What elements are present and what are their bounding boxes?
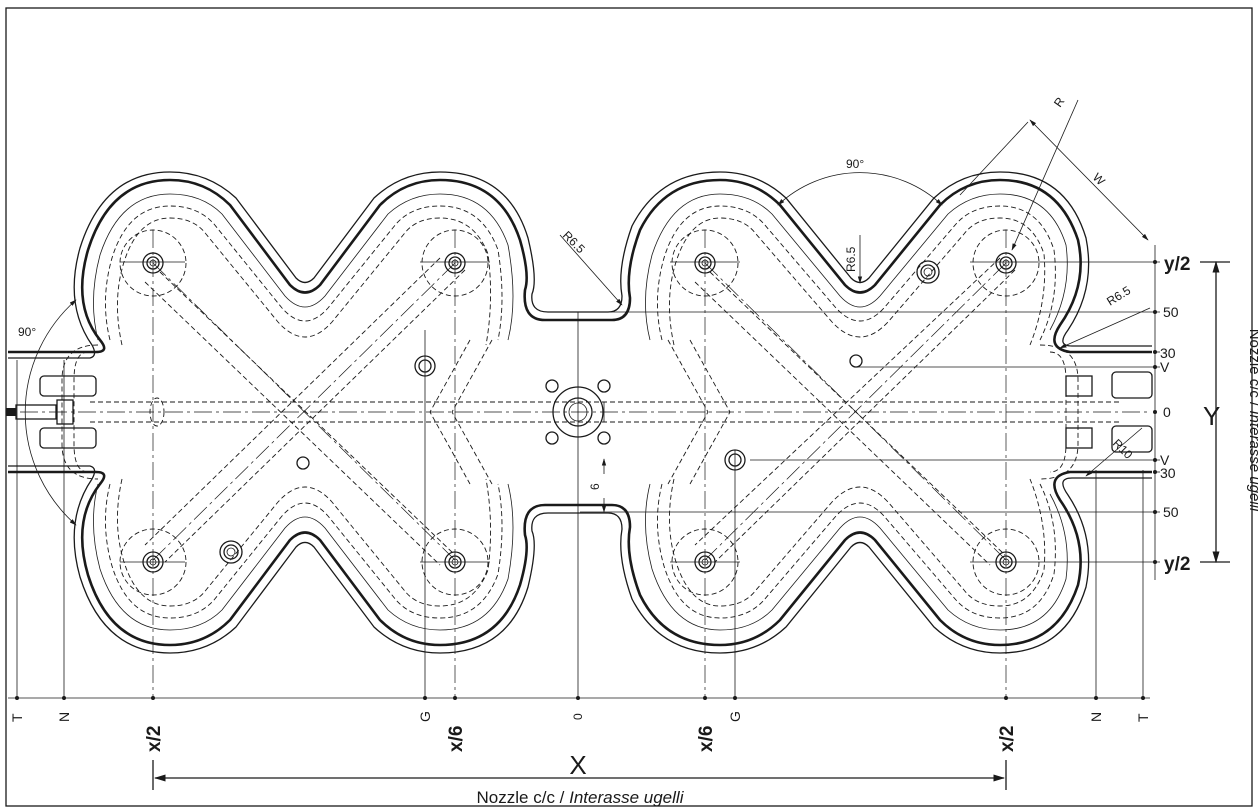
label-n-right: N [1088,712,1104,722]
nozzle [119,528,187,596]
side-caption: Nozzle c/c / Interasse ugelli [1246,329,1258,512]
label-x-sixth-left: x/6 [446,726,467,752]
label-y-half-bottom: y/2 [1164,554,1190,575]
label-g-left: G [417,711,433,722]
inlet-ring [552,386,604,438]
small-hole [849,354,863,368]
plugs-and-holes [149,260,940,564]
nozzle [972,229,1040,297]
locating-pin [414,355,436,377]
big-x-label: X [569,750,586,780]
label-x-sixth-right: x/6 [696,726,717,752]
plug [916,260,940,284]
angle-left-label: 90° [18,325,36,339]
nozzle [671,229,739,297]
nozzle [421,229,489,297]
small-hole [296,456,310,470]
label-y-50-bottom: 50 [1163,504,1179,520]
heater-terminals [6,371,1153,453]
radius-r-label: R [1051,94,1068,109]
label-y-half-top: y/2 [1164,254,1190,275]
radius-r65-center-label: R6.5 [560,228,588,256]
label-y-v-bottom: V [1160,452,1170,468]
bottom-caption-normal: Nozzle c/c / [477,788,570,807]
nozzle [119,229,187,297]
label-n-left: N [56,712,72,722]
label-t-left: T [9,713,25,722]
label-y-50-top: 50 [1163,304,1179,320]
label-g-right: G [727,711,743,722]
bottom-caption-italic: Interasse ugelli [569,788,685,807]
label-y-v-top: V [1160,359,1170,375]
label-t-right: T [1135,713,1151,722]
gap-6-label: 6 [588,483,602,490]
label-x-half-right: x/2 [997,726,1018,752]
center-lines [16,230,1160,700]
side-caption-italic: Interasse ugelli [1246,410,1258,512]
nozzles [119,229,1040,596]
bottom-caption: Nozzle c/c / Interasse ugelli [477,788,685,807]
locating-pin [724,449,746,471]
tick-dots [15,260,1157,700]
side-caption-normal: Nozzle c/c / [1246,329,1258,411]
plug [219,540,243,564]
radius-r65-top-label: R6.5 [844,246,858,272]
radius-r10-label: R10 [1110,436,1136,462]
manifold-outline [8,171,1152,654]
label-x-zero: 0 [571,713,585,720]
width-w-label: W [1090,170,1108,188]
label-x-half-left: x/2 [144,726,165,752]
radius-r65-right-label: R6.5 [1104,283,1133,308]
big-y-label: Y [1203,401,1220,431]
label-y-30-top: 30 [1160,345,1176,361]
nozzle [671,528,739,596]
label-y-30-bottom: 30 [1160,465,1176,481]
dimension-lines [8,99,1230,790]
nozzle [972,528,1040,596]
diagonal-channels [144,257,1016,566]
drawing-frame [5,7,1253,807]
angle-top-label: 90° [846,157,864,171]
nozzle [421,528,489,596]
label-y-zero: 0 [1163,404,1171,420]
